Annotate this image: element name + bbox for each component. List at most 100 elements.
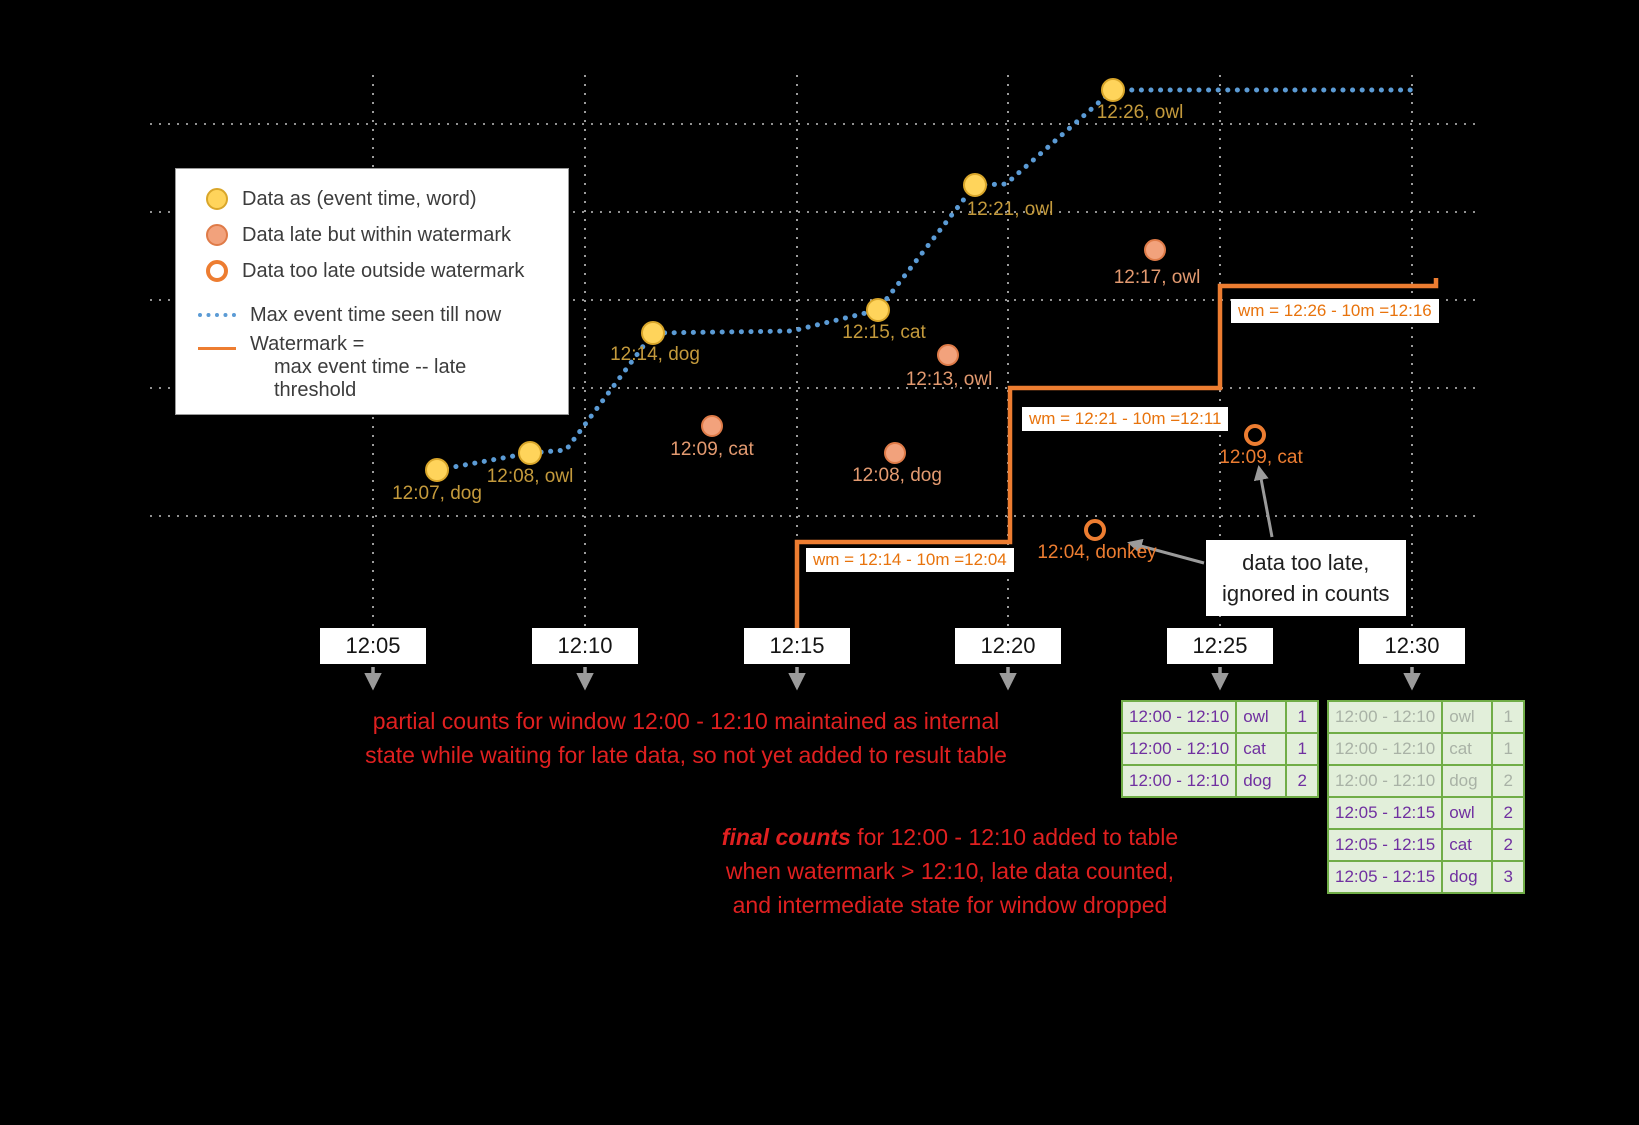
callout-arrow-to-late-cat — [1253, 465, 1274, 538]
table-row: 12:00 - 12:10 dog 2 — [1120, 764, 1320, 798]
point-label: 12:04, donkey — [1037, 542, 1157, 563]
word-cell: owl — [1441, 796, 1494, 830]
on-time-point-icon — [206, 188, 228, 210]
window-cell: 12:00 - 12:10 — [1326, 700, 1444, 734]
time-tick-12-30: 12:30 — [1359, 628, 1465, 664]
watermark-line — [794, 278, 1439, 631]
legend-item-watermark: Watermark = max event time -- late thres… — [190, 333, 554, 402]
count-cell: 2 — [1491, 796, 1526, 830]
table-row: 12:05 - 12:15 dog 3 — [1326, 860, 1526, 894]
count-cell: 1 — [1491, 700, 1526, 734]
legend-label: Data too late outside watermark — [242, 259, 525, 282]
word-cell: dog — [1235, 764, 1288, 798]
count-cell: 1 — [1491, 732, 1526, 766]
annotation-emphasis: final counts — [721, 824, 851, 850]
data-point-on-time — [518, 441, 542, 465]
annotation-line: when watermark > 12:10, late data counte… — [725, 858, 1175, 884]
count-cell: 1 — [1285, 732, 1320, 766]
data-point-on-time — [641, 321, 665, 345]
legend-label: Data late but within watermark — [242, 223, 512, 246]
callout-arrows — [1127, 465, 1274, 565]
max-event-time-line — [434, 87, 1421, 473]
table-row-faded: 12:00 - 12:10 dog 2 — [1326, 764, 1526, 798]
watermark-value-label: wm = 12:26 - 10m =12:16 — [1231, 299, 1439, 323]
word-cell: dog — [1441, 764, 1494, 798]
data-point-on-time — [866, 298, 890, 322]
result-table-12-25: 12:00 - 12:10 owl 1 12:00 - 12:10 cat 1 … — [1120, 700, 1320, 798]
annotation-line: state while waiting for late data, so no… — [365, 742, 1007, 768]
callout-arrow-to-donkey — [1127, 538, 1205, 565]
point-label: 12:21, owl — [966, 199, 1054, 220]
point-label: 12:26, owl — [1096, 102, 1184, 123]
data-point-late — [701, 415, 723, 437]
window-cell: 12:05 - 12:15 — [1326, 860, 1444, 894]
window-cell: 12:00 - 12:10 — [1120, 732, 1238, 766]
watermark-value-label: wm = 12:21 - 10m =12:11 — [1022, 407, 1229, 431]
window-cell: 12:00 - 12:10 — [1326, 732, 1444, 766]
data-point-on-time — [425, 458, 449, 482]
table-row: 12:05 - 12:15 cat 2 — [1326, 828, 1526, 862]
point-label: 12:08, dog — [852, 465, 942, 486]
word-cell: cat — [1441, 732, 1494, 766]
late-point-icon — [206, 224, 228, 246]
callout-line: data too late, — [1242, 550, 1370, 575]
window-cell: 12:05 - 12:15 — [1326, 796, 1444, 830]
legend-label-line: max event time -- late threshold — [274, 356, 467, 401]
word-cell: cat — [1235, 732, 1288, 766]
count-cell: 2 — [1285, 764, 1320, 798]
time-tick-12-25: 12:25 — [1167, 628, 1273, 664]
count-cell: 2 — [1491, 828, 1526, 862]
point-label: 12:17, owl — [1113, 267, 1201, 288]
watermark-value-label: wm = 12:14 - 10m =12:04 — [806, 548, 1014, 572]
point-label: 12:09, cat — [670, 439, 754, 460]
word-cell: cat — [1441, 828, 1494, 862]
annotation-line: partial counts for window 12:00 - 12:10 … — [372, 708, 1000, 734]
window-cell: 12:00 - 12:10 — [1120, 764, 1238, 798]
legend-label-line: Watermark = — [250, 333, 365, 355]
point-label: 12:14, dog — [610, 344, 700, 365]
point-label: 12:15, cat — [842, 322, 926, 343]
time-tick-12-15: 12:15 — [744, 628, 850, 664]
time-tick-12-05: 12:05 — [320, 628, 426, 664]
annotation-line: final counts for 12:00 - 12:10 added to … — [690, 820, 1210, 854]
word-cell: owl — [1235, 700, 1288, 734]
callout-line: ignored in counts — [1222, 581, 1390, 606]
tick-arrows — [364, 667, 1421, 691]
max-event-time-line-icon — [198, 313, 236, 317]
annotation-line: and intermediate state for window droppe… — [732, 892, 1168, 918]
point-label: 12:08, owl — [486, 466, 574, 487]
legend-label: Data as (event time, word) — [242, 187, 477, 210]
table-row-faded: 12:00 - 12:10 owl 1 — [1326, 700, 1526, 734]
window-cell: 12:00 - 12:10 — [1326, 764, 1444, 798]
window-cell: 12:05 - 12:15 — [1326, 828, 1444, 862]
point-label: 12:09, cat — [1219, 447, 1303, 468]
legend-item-late: Data late but within watermark — [190, 217, 554, 253]
count-cell: 3 — [1491, 860, 1526, 894]
word-cell: dog — [1441, 860, 1494, 894]
legend: Data as (event time, word) Data late but… — [175, 168, 569, 415]
legend-item-on-time: Data as (event time, word) — [190, 181, 554, 217]
point-label: 12:13, owl — [905, 369, 993, 390]
data-point-late — [884, 442, 906, 464]
table-row: 12:00 - 12:10 owl 1 — [1120, 700, 1320, 734]
annotation-text: for 12:00 - 12:10 added to table — [850, 824, 1179, 850]
annotation-final-counts: final counts for 12:00 - 12:10 added to … — [690, 820, 1210, 922]
data-point-late — [937, 344, 959, 366]
legend-item-max-event-time: Max event time seen till now — [190, 297, 554, 333]
legend-label: Max event time seen till now — [250, 303, 502, 326]
legend-item-too-late: Data too late outside watermark — [190, 253, 554, 289]
data-point-late — [1144, 239, 1166, 261]
word-cell: owl — [1441, 700, 1494, 734]
data-point-too-late — [1084, 519, 1106, 541]
legend-label: Watermark = max event time -- late thres… — [250, 333, 554, 402]
table-row: 12:00 - 12:10 cat 1 — [1120, 732, 1320, 766]
too-late-point-icon — [206, 260, 228, 282]
time-tick-12-20: 12:20 — [955, 628, 1061, 664]
watermark-line-icon — [198, 347, 236, 350]
table-row: 12:05 - 12:15 owl 2 — [1326, 796, 1526, 830]
window-cell: 12:00 - 12:10 — [1120, 700, 1238, 734]
table-row-faded: 12:00 - 12:10 cat 1 — [1326, 732, 1526, 766]
callout-too-late: data too late, ignored in counts — [1206, 540, 1406, 616]
count-cell: 1 — [1285, 700, 1320, 734]
count-cell: 2 — [1491, 764, 1526, 798]
